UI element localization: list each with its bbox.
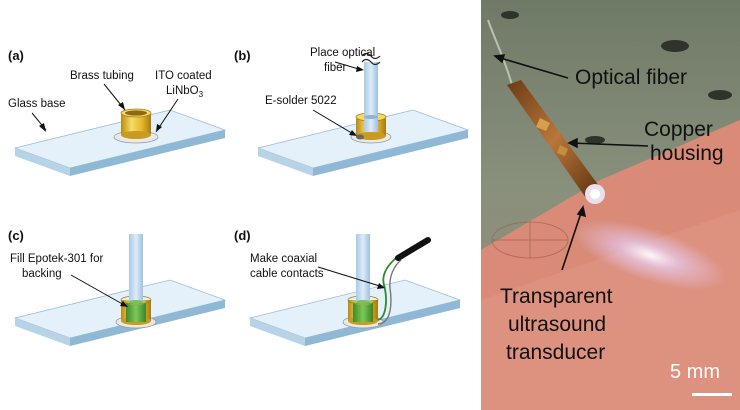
ito-label-main: LiNbO xyxy=(166,85,199,97)
copper-housing-photo xyxy=(507,80,602,198)
copper-housing-label-line2: housing xyxy=(650,142,724,165)
transducer-label-line1: Transparent xyxy=(500,285,613,308)
ito-label-subscript: 3 xyxy=(199,90,204,99)
optical-fiber-photo xyxy=(487,19,513,86)
copper-housing-label-line1: Copper xyxy=(644,118,713,141)
panel-c: (c) Fill Epotek-301 for backing xyxy=(8,228,227,346)
solder-joint xyxy=(356,134,364,140)
e-solder-label: E-solder 5022 xyxy=(265,95,337,107)
panel-d: (d) Make coaxial cable contacts xyxy=(234,228,462,346)
panel-b: (b) Place optical fiber E-solder 5022 xyxy=(234,47,470,176)
panel-a-label: (a) xyxy=(8,48,24,63)
brass-tube xyxy=(120,108,152,139)
scale-bar xyxy=(692,393,732,396)
ito-label-line2: LiNbO3 xyxy=(166,85,204,99)
coaxial-label-line2: cable contacts xyxy=(250,268,324,280)
photo-arrows xyxy=(493,54,649,271)
epotek-label-line2: backing xyxy=(22,268,62,280)
optical-fiber xyxy=(129,234,143,302)
panel-a: (a) Brass tubing ITO coated LiNbO3 Glass… xyxy=(8,48,227,176)
coaxial-cable xyxy=(377,237,431,325)
ito-label-line1: ITO coated xyxy=(155,70,212,82)
transducer-label-line3: transducer xyxy=(506,341,605,364)
glass-base-label: Glass base xyxy=(8,98,66,110)
transducer-photo: Optical fiber Copper housing Transparent… xyxy=(481,0,740,410)
transducer-tip-photo xyxy=(585,184,605,204)
surface-mark xyxy=(491,221,569,259)
place-fiber-label-line1: Place optical xyxy=(310,47,375,59)
light-glow xyxy=(573,220,727,290)
brass-tubing-label: Brass tubing xyxy=(70,70,134,82)
epotek-label-line1: Fill Epotek-301 for xyxy=(10,253,103,265)
panel-b-label: (b) xyxy=(234,48,251,63)
glass-base xyxy=(13,109,227,176)
coaxial-label-line1: Make coaxial xyxy=(250,253,317,265)
panel-c-label: (c) xyxy=(8,228,24,243)
table-holes xyxy=(501,11,732,144)
glass-base xyxy=(13,279,227,346)
fiber-break-icon xyxy=(361,52,381,66)
place-fiber-label-line2: fiber xyxy=(324,62,347,74)
optical-fiber-label: Optical fiber xyxy=(575,66,687,89)
optical-fiber xyxy=(356,234,370,302)
transducer-label-line2: ultrasound xyxy=(508,313,606,336)
panel-d-label: (d) xyxy=(234,228,251,243)
scale-bar-label: 5 mm xyxy=(670,361,720,383)
optical-fiber xyxy=(364,62,378,132)
